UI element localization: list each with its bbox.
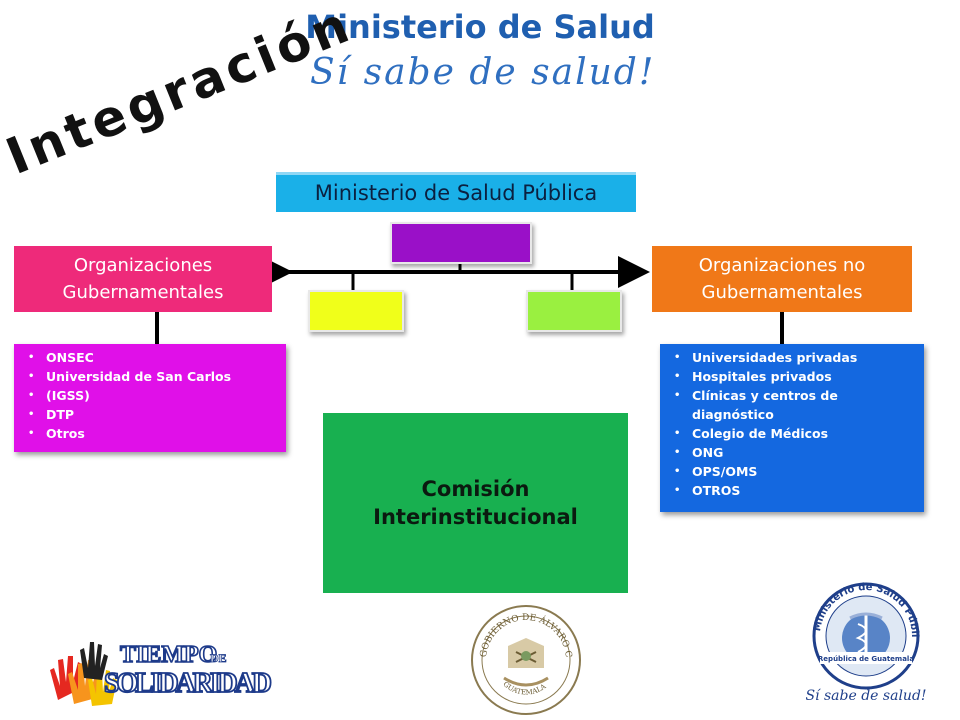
list-item: ONSEC	[28, 348, 280, 367]
logo-text-de: DE	[210, 651, 227, 665]
coat-of-arms-icon	[503, 638, 549, 687]
tiempo-de-solidaridad-logo: TIEMPO DE SOLIDARIDAD	[50, 641, 273, 706]
list-item: ONG	[674, 443, 918, 462]
list-item: Clínicas y centros de diagnóstico	[674, 386, 918, 424]
list-item: (IGSS)	[28, 386, 280, 405]
nogov-list: Universidades privadas Hospitales privad…	[674, 348, 918, 500]
list-item: Universidad de San Carlos	[28, 367, 280, 386]
list-item: Hospitales privados	[674, 367, 918, 386]
green-node	[526, 290, 622, 332]
node-comision-label: Comisión Interinstitucional	[373, 476, 578, 529]
ministry-seal-slogan: Sí sabe de salud!	[806, 688, 926, 704]
logo-text-solidaridad: SOLIDARIDAD	[104, 668, 272, 699]
list-item: Otros	[28, 424, 280, 443]
list-item: DTP	[28, 405, 280, 424]
node-gubernamentales: Organizaciones Gubernamentales	[14, 246, 272, 312]
list-item: OPS/OMS	[674, 462, 918, 481]
hands-icon	[50, 642, 117, 706]
node-gubernamentales-label: Organizaciones Gubernamentales	[62, 255, 224, 303]
slogan: Sí sabe de salud!	[310, 52, 656, 93]
node-no-gubernamentales: Organizaciones no Gubernamentales	[652, 246, 912, 312]
page-title: Ministerio de Salud	[305, 8, 655, 46]
node-ministerio: Ministerio de Salud Pública	[276, 172, 636, 212]
list-item: Universidades privadas	[674, 348, 918, 367]
node-comision: Comisión Interinstitucional	[323, 413, 628, 593]
node-no-gubernamentales-label: Organizaciones no Gubernamentales	[698, 255, 866, 303]
gov-list: ONSEC Universidad de San Carlos (IGSS) D…	[28, 348, 280, 443]
nogov-list-box: Universidades privadas Hospitales privad…	[660, 344, 924, 512]
yellow-node	[308, 290, 404, 332]
list-item: OTROS	[674, 481, 918, 500]
gov-list-box: ONSEC Universidad de San Carlos (IGSS) D…	[14, 344, 286, 452]
purple-node	[390, 222, 532, 264]
list-item: Colegio de Médicos	[674, 424, 918, 443]
ministry-seal-band-text: República de Guatemala	[818, 655, 914, 663]
logo-text-tiempo: TIEMPO	[120, 642, 217, 668]
ministry-seal-logo: Ministerio de Salud Pública República de…	[806, 578, 926, 704]
government-seal-logo: GOBIERNO DE ÁLVARO COLOM GUATEMALA	[468, 600, 581, 715]
